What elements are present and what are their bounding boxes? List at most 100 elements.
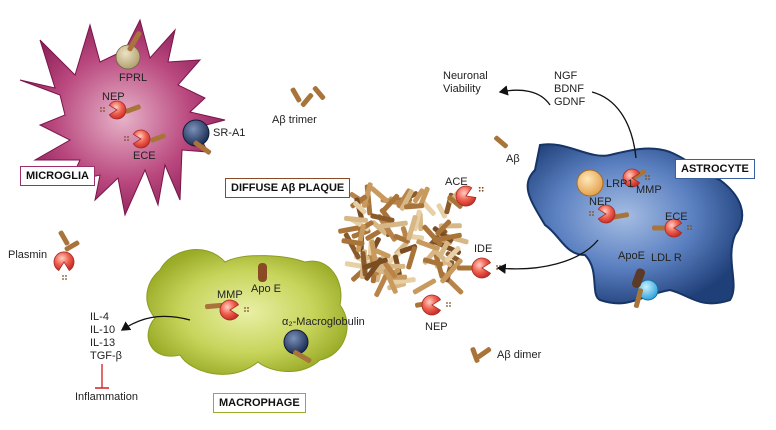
microglia-label: MICROGLIA bbox=[20, 166, 95, 186]
fragment-dot bbox=[499, 265, 501, 267]
fragment-dot bbox=[478, 186, 481, 189]
fragment-dot bbox=[690, 228, 692, 230]
fragment-dot bbox=[65, 275, 67, 277]
ide-label: IDE bbox=[474, 243, 493, 255]
abeta-rod-icon bbox=[611, 212, 629, 220]
fragment-dot bbox=[589, 211, 591, 213]
abeta-dimer-rod bbox=[470, 347, 480, 363]
plaque-label: DIFFUSE Aβ PLAQUE bbox=[225, 178, 351, 198]
growth-factor-item: GDNF bbox=[554, 96, 586, 108]
fragment-dot bbox=[62, 278, 64, 280]
astrocyte-ece-label: ECE bbox=[665, 211, 688, 223]
plaque-rod bbox=[436, 203, 448, 219]
fragment-dot bbox=[592, 211, 594, 213]
abeta-rod-icon bbox=[127, 31, 142, 52]
astrocyte-mmp-label: MMP bbox=[636, 184, 662, 196]
fragment-dot bbox=[446, 305, 448, 307]
fragment-dot bbox=[481, 186, 484, 189]
fragment-dot bbox=[103, 110, 105, 112]
astrocyte-apoe-label: ApoE bbox=[618, 250, 645, 262]
plaque-rod bbox=[399, 189, 414, 211]
abeta-rod-icon bbox=[150, 133, 166, 143]
plaque-rod bbox=[406, 246, 417, 270]
ldl-r-icon bbox=[637, 279, 659, 301]
plaque-rod bbox=[416, 239, 440, 252]
fragment-dot bbox=[103, 107, 105, 109]
abeta-rod bbox=[58, 230, 70, 246]
mmp-enzyme-icon bbox=[622, 168, 641, 188]
cytokines-list: IL-4 IL-10 IL-13 TGF-β bbox=[90, 311, 122, 363]
cytokine-item: IL-10 bbox=[90, 324, 116, 336]
fragment-dot bbox=[244, 310, 246, 312]
lrp1-receptor-icon bbox=[576, 169, 604, 197]
plaque-cluster bbox=[338, 182, 469, 298]
abeta-rod-icon bbox=[125, 104, 141, 114]
plaque-rod bbox=[338, 224, 364, 234]
nep-enzyme-icon bbox=[108, 100, 127, 120]
fragment-dot bbox=[589, 214, 591, 216]
astrocyte-label: ASTROCYTE bbox=[675, 159, 755, 179]
plaque-rod bbox=[412, 188, 425, 204]
astrocyte-to-plaque-arrow bbox=[496, 239, 599, 274]
fragment-dot bbox=[687, 225, 689, 227]
plaque-rod bbox=[412, 278, 437, 295]
plaque-rod bbox=[374, 248, 391, 259]
growth-factor-item: BDNF bbox=[554, 83, 584, 95]
fragment-dot bbox=[648, 175, 650, 177]
fprl-label: FPRL bbox=[119, 72, 148, 84]
plaque-rod bbox=[361, 182, 373, 208]
plaque-rod bbox=[374, 273, 389, 298]
fragment-dot bbox=[247, 310, 249, 312]
abeta-rod-icon bbox=[204, 302, 224, 310]
plaque-rod bbox=[444, 246, 461, 263]
cytokine-item: IL-4 bbox=[90, 311, 109, 323]
plaque-rod bbox=[344, 215, 368, 223]
nep-enzyme-icon bbox=[421, 294, 442, 316]
plaque-nep-label: NEP bbox=[425, 321, 448, 333]
abeta-rod-icon bbox=[633, 288, 644, 308]
abeta-rod-icon bbox=[447, 195, 463, 209]
fragment-dot bbox=[100, 110, 102, 112]
cytokine-item: IL-13 bbox=[90, 337, 116, 349]
fragment-dot bbox=[449, 302, 451, 304]
cytokine-item: TGF-β bbox=[90, 350, 122, 362]
plaque-rod bbox=[370, 186, 390, 204]
plaque-rod bbox=[440, 258, 463, 284]
fragment-dot bbox=[446, 302, 448, 304]
fragment-dot bbox=[645, 175, 647, 177]
plaque-rod bbox=[383, 268, 398, 294]
neuronal-viability-line: Viability bbox=[443, 83, 481, 95]
fragment-dot bbox=[478, 189, 481, 192]
neuronal-viability-line: Neuronal bbox=[443, 70, 488, 82]
plaque-rod bbox=[383, 261, 398, 279]
plaque-rod bbox=[434, 250, 453, 268]
plaque-rod bbox=[370, 213, 395, 223]
free-abeta-rods bbox=[58, 86, 508, 363]
growth-factors-list: NGF BDNF GDNF bbox=[554, 70, 585, 109]
abeta-rod-icon bbox=[457, 265, 475, 271]
plaque-rod bbox=[362, 257, 388, 270]
abeta-rod-icon bbox=[629, 169, 647, 181]
macrophage-mmp-label: MMP bbox=[217, 289, 243, 301]
fragment-dot bbox=[690, 225, 692, 227]
abeta-dimer-label: Aβ dimer bbox=[497, 349, 542, 361]
fragment-dot bbox=[687, 228, 689, 230]
plaque-rod bbox=[418, 186, 430, 206]
plaque-rod bbox=[399, 244, 418, 254]
apoe-icon bbox=[631, 268, 645, 288]
fragment-dot bbox=[481, 189, 484, 192]
fragment-dot bbox=[127, 136, 129, 138]
sr-a1-label: SR-A1 bbox=[213, 127, 246, 139]
apo-e-icon bbox=[258, 263, 267, 282]
plaque-rod bbox=[406, 215, 418, 241]
microglia-ece-label: ECE bbox=[133, 150, 156, 162]
plaque-rod bbox=[360, 251, 368, 277]
alpha2-macroglobulin-label: α₂-Macroglobulin bbox=[282, 316, 365, 328]
neuronal-viability-label: Neuronal Viability bbox=[443, 70, 488, 96]
growth-factor-item: NGF bbox=[554, 70, 578, 82]
abeta-trimer-rod bbox=[300, 93, 314, 107]
fragment-dot bbox=[496, 268, 498, 270]
plaque-rod bbox=[353, 201, 367, 215]
